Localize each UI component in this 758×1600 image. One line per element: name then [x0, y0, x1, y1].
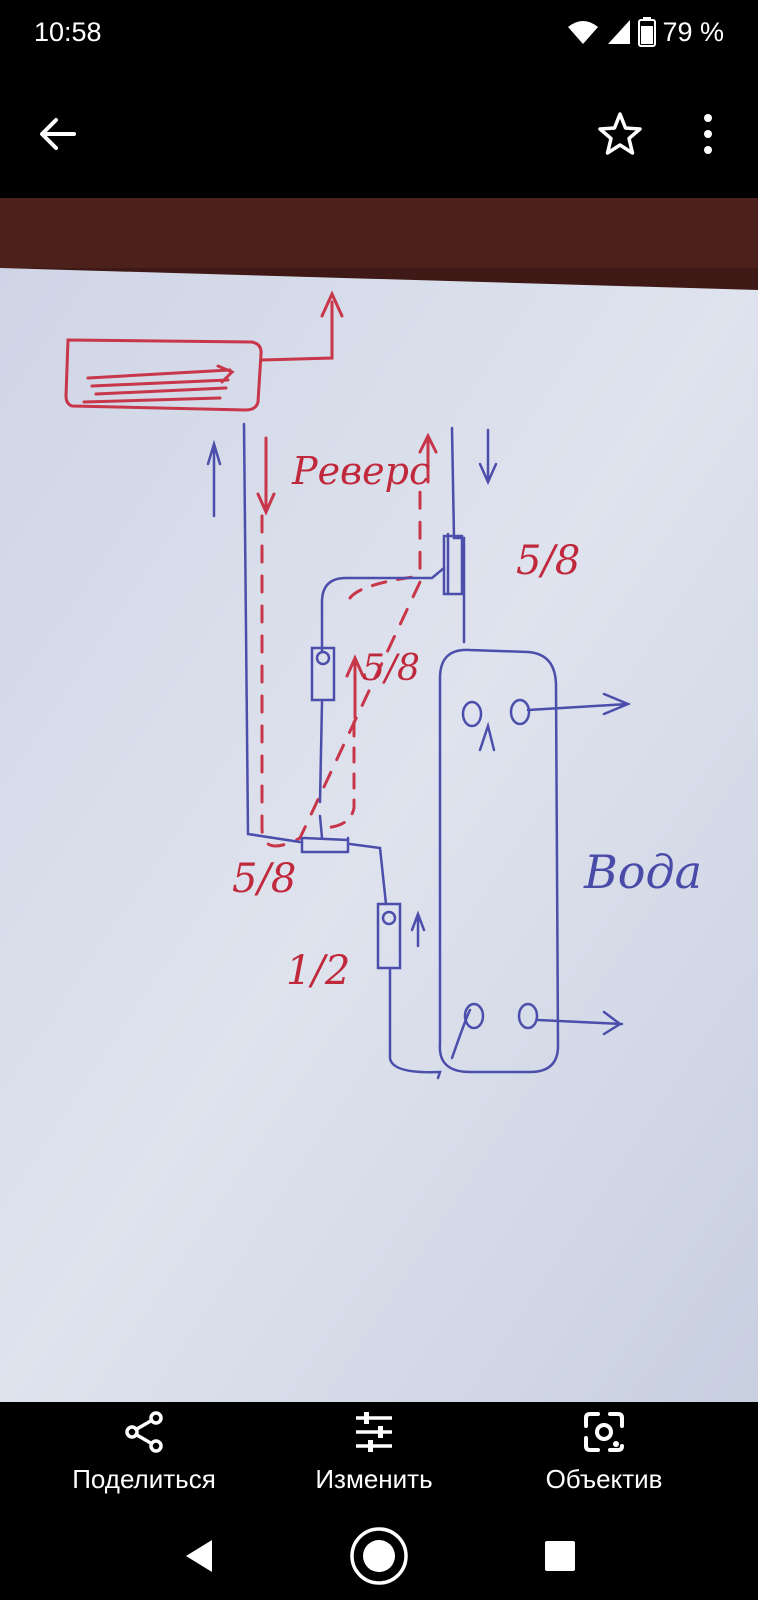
wifi-icon: 4 [568, 21, 599, 46]
label-pipe-bottom: 1/2 [286, 948, 350, 994]
photo-actions-bar: Поделиться Изменить Объектив [0, 1402, 758, 1512]
label-pipe-top: 5/8 [516, 538, 580, 584]
lens-label: Объектив [545, 1464, 663, 1494]
star-icon[interactable] [592, 106, 648, 162]
nav-recents-icon[interactable] [528, 1524, 592, 1588]
top-app-bar [0, 92, 758, 174]
more-vert-icon[interactable] [680, 106, 736, 162]
network-badge: 4 [588, 35, 595, 46]
edit-label: Изменить [315, 1464, 433, 1494]
signal-icon [608, 20, 631, 44]
paper-sheet [0, 268, 758, 1402]
label-pipe-tee: 5/8 [232, 856, 296, 902]
share-button[interactable]: Поделиться [34, 1402, 254, 1512]
label-water: Вода [583, 845, 702, 899]
lens-icon [584, 1412, 624, 1452]
edit-button[interactable]: Изменить [264, 1402, 484, 1512]
tune-icon [356, 1412, 392, 1452]
status-icons: 4 79 % [566, 17, 724, 48]
label-pipe-mid: 5/8 [362, 648, 420, 689]
blue-piping [206, 422, 632, 1080]
indoor-unit-drawing [64, 290, 344, 412]
share-label: Поделиться [72, 1464, 216, 1494]
nav-back-icon[interactable] [170, 1524, 234, 1588]
label-revers: Реверс [291, 449, 430, 493]
system-nav-bar [0, 1512, 758, 1600]
share-icon [125, 1411, 163, 1453]
status-time: 10:58 [34, 16, 102, 47]
battery-percent: 79 % [662, 16, 724, 47]
arrow-back-icon[interactable] [30, 106, 86, 162]
photo-viewer[interactable]: Реверс 5/8 5/8 5/8 1/2 [0, 198, 758, 1402]
sketch-photo: Реверс 5/8 5/8 5/8 1/2 [0, 198, 758, 1402]
status-bar: 10:58 4 79 % [0, 0, 758, 64]
battery-icon [638, 17, 657, 47]
nav-home-icon[interactable] [347, 1524, 411, 1588]
lens-button[interactable]: Объектив [494, 1402, 714, 1512]
